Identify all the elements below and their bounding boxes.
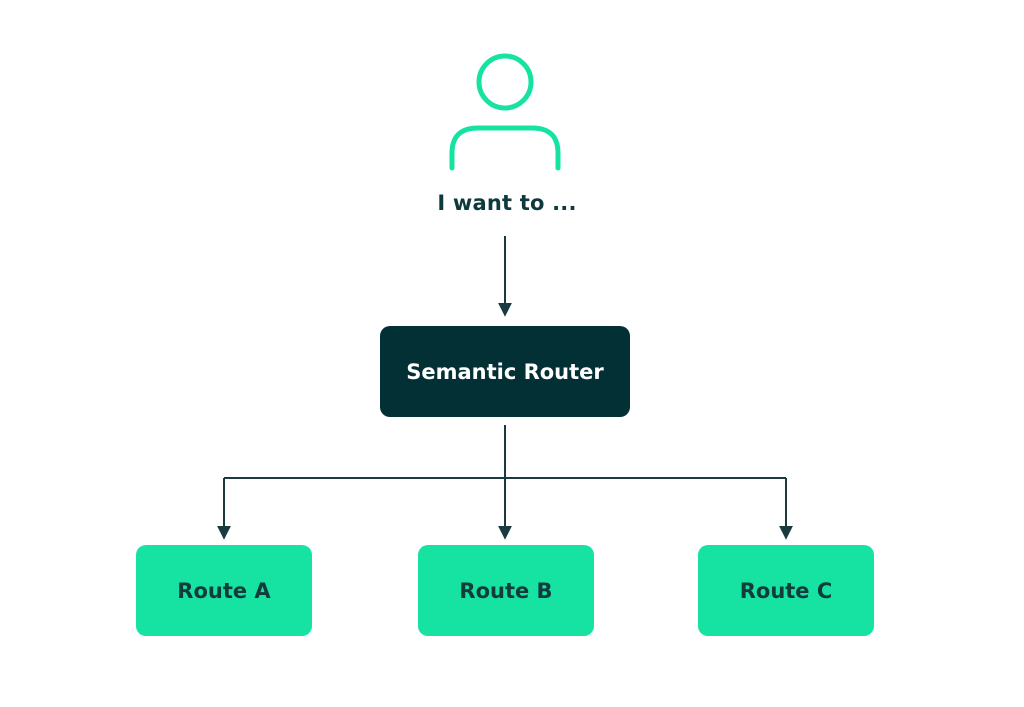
route-c-node: Route C	[698, 545, 874, 636]
semantic-router-node: Semantic Router	[380, 326, 630, 417]
route-b-node: Route B	[418, 545, 594, 636]
user-intent-label: I want to ...	[437, 191, 577, 215]
semantic-router-label: Semantic Router	[406, 359, 604, 384]
user-icon	[449, 53, 561, 171]
route-c-label: Route C	[739, 578, 833, 603]
user-icon-head	[476, 53, 534, 111]
route-b-label: Route B	[459, 578, 553, 603]
route-a-node: Route A	[136, 545, 312, 636]
user-icon-body	[449, 125, 561, 171]
route-a-label: Route A	[177, 578, 271, 603]
